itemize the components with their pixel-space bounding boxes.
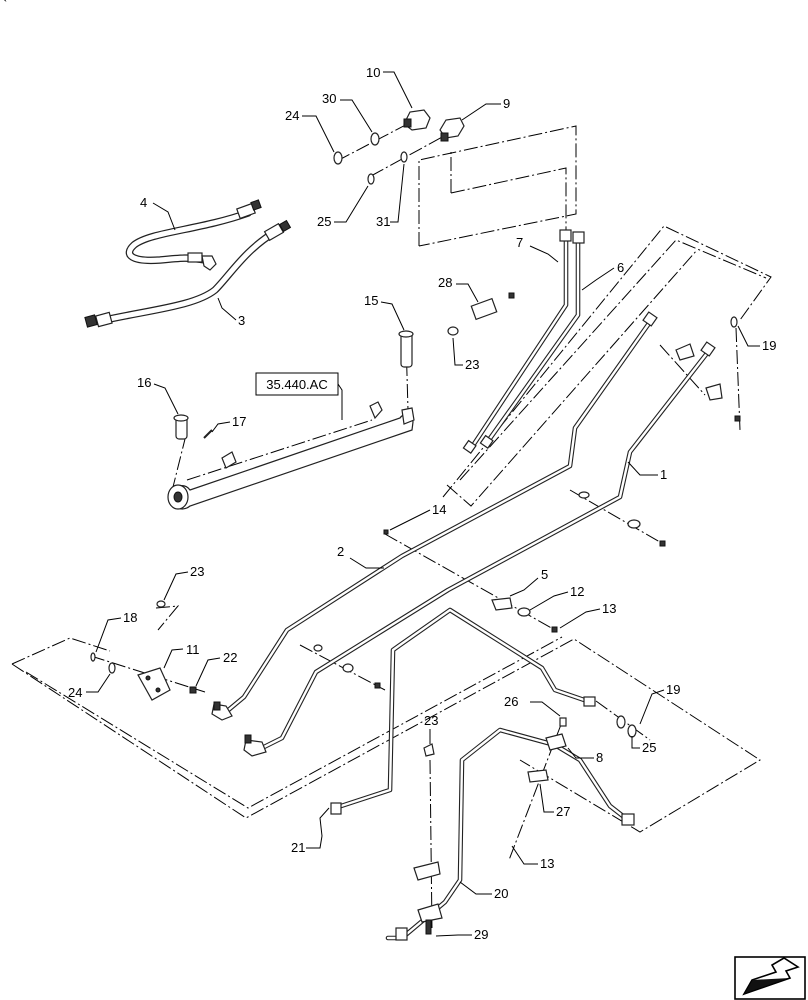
hose-3 bbox=[84, 219, 292, 328]
callout-9: 9 bbox=[503, 96, 510, 111]
callout-26: 26 bbox=[504, 694, 518, 709]
callout-16: 16 bbox=[137, 375, 151, 390]
callout-7: 7 bbox=[516, 235, 523, 250]
callout-10: 10 bbox=[366, 65, 380, 80]
callout-2: 2 bbox=[337, 544, 344, 559]
pin-16 bbox=[173, 414, 189, 440]
tube-6 bbox=[479, 231, 585, 449]
fitting-9 bbox=[439, 117, 465, 142]
callout-28: 28 bbox=[438, 275, 452, 290]
callout-19: 19 bbox=[762, 338, 776, 353]
reference-label: 35.440.AC bbox=[266, 377, 327, 392]
callout-27: 27 bbox=[556, 804, 570, 819]
callout-13: 13 bbox=[602, 601, 616, 616]
callout-20: 20 bbox=[494, 886, 508, 901]
callout-24: 24 bbox=[68, 685, 82, 700]
callout-23c: 23 bbox=[424, 713, 438, 728]
callout-3: 3 bbox=[238, 313, 245, 328]
phantom-outlines bbox=[11, 119, 772, 931]
callout-13b: 13 bbox=[540, 856, 554, 871]
tube-7 bbox=[462, 229, 572, 454]
hose-4 bbox=[125, 199, 262, 271]
tube-1 bbox=[243, 341, 716, 757]
callout-6: 6 bbox=[617, 260, 624, 275]
cotter-pin-17 bbox=[203, 429, 213, 439]
callout-25: 25 bbox=[317, 214, 331, 229]
callout-8: 8 bbox=[596, 750, 603, 765]
callout-19b: 19 bbox=[666, 682, 680, 697]
callout-21: 21 bbox=[291, 840, 305, 855]
callout-18: 18 bbox=[123, 610, 137, 625]
clip-set bbox=[156, 292, 741, 935]
callout-5: 5 bbox=[541, 567, 548, 582]
callout-22: 22 bbox=[223, 650, 237, 665]
callout-1: 1 bbox=[660, 467, 667, 482]
arrow-navigation-icon[interactable] bbox=[734, 956, 806, 1000]
fitting-10 bbox=[403, 109, 431, 131]
cylinder bbox=[167, 401, 415, 510]
callouts: 1 2 3 4 5 6 7 8 9 10 11 12 13 13 14 15 1… bbox=[68, 65, 776, 942]
callout-29: 29 bbox=[474, 927, 488, 942]
corner-mark: ` bbox=[3, 0, 7, 12]
pin-15 bbox=[398, 330, 414, 368]
callout-11: 11 bbox=[186, 642, 200, 657]
callout-12: 12 bbox=[570, 584, 584, 599]
callout-24b: 24 bbox=[285, 108, 299, 123]
callout-4: 4 bbox=[140, 195, 147, 210]
reference-box[interactable]: 35.440.AC bbox=[255, 372, 343, 420]
callout-14: 14 bbox=[432, 502, 446, 517]
callout-31: 31 bbox=[376, 214, 390, 229]
seals-upper bbox=[333, 132, 408, 185]
tube-2 bbox=[211, 311, 658, 721]
callout-30: 30 bbox=[322, 91, 336, 106]
callout-17: 17 bbox=[232, 414, 246, 429]
tube-21 bbox=[319, 607, 596, 837]
callout-15: 15 bbox=[364, 293, 378, 308]
callout-23: 23 bbox=[190, 564, 204, 579]
bracket-11 bbox=[90, 652, 197, 701]
callout-25b: 25 bbox=[642, 740, 656, 755]
callout-23b: 23 bbox=[465, 357, 479, 372]
